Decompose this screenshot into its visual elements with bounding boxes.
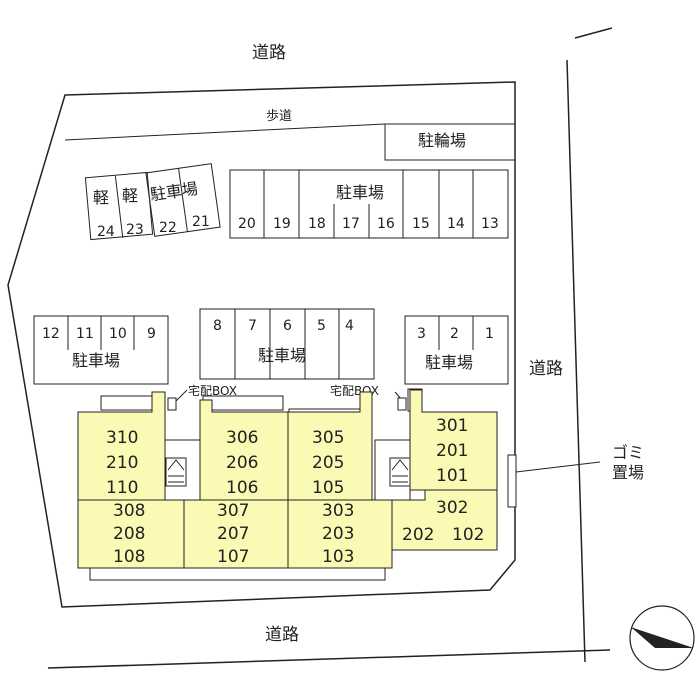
road-north-label: 道路 (252, 43, 286, 63)
bicycle-parking-label: 駐輪場 (418, 131, 466, 150)
road-edge-south (47, 649, 611, 669)
staircase-icon (389, 457, 411, 487)
unit-number: 206 (226, 453, 258, 473)
parking-space-number: 14 (447, 216, 465, 232)
unit-number: 305 (312, 428, 344, 448)
parking-space-number: 23 (126, 222, 144, 238)
parking-space-number: 15 (412, 216, 430, 232)
delivery-box-left: 宅配BOX (167, 383, 237, 411)
unit-number: 310 (106, 428, 138, 448)
unit-number: 103 (322, 547, 354, 567)
parking-top-left: 軽 軽 駐車場 24 23 22 21 (84, 163, 221, 241)
parking-mid-right: 3 2 1 駐車場 (404, 315, 509, 385)
parking-space-number: 12 (42, 326, 60, 342)
building: 310 210 110 306 206 106 305 205 105 301 … (77, 388, 498, 581)
parking-mid-left: 12 11 10 9 駐車場 (33, 315, 169, 385)
unit-number: 302 (436, 498, 468, 518)
unit-number: 303 (322, 501, 354, 521)
parking-space-number: 6 (283, 318, 292, 334)
unit-block (409, 389, 498, 491)
staircase-icon (165, 457, 187, 487)
parking-space-number: 7 (248, 318, 257, 334)
parking-top-right: 駐車場 20 19 18 17 16 15 14 13 (229, 169, 509, 239)
unit-number: 106 (226, 478, 258, 498)
unit-number: 202 (402, 525, 434, 545)
bicycle-parking-area (384, 123, 516, 161)
unit-number: 210 (106, 453, 138, 473)
unit-number: 101 (436, 466, 468, 486)
parking-space-number: 8 (213, 318, 222, 334)
unit-number: 201 (436, 441, 468, 461)
parking-label: 駐車場 (336, 183, 384, 202)
garbage-label: ゴミ (612, 443, 644, 462)
parking-space-number: 21 (192, 214, 210, 230)
parking-mid-center: 8 7 6 5 4 駐車場 (199, 308, 375, 380)
delivery-box-label: 宅配BOX (188, 383, 237, 398)
parking-space-number: 16 (377, 216, 395, 232)
unit-number: 107 (217, 547, 249, 567)
parking-space-number: 11 (76, 326, 94, 342)
unit-number: 110 (106, 478, 138, 498)
site-boundary (7, 81, 516, 608)
parking-label: 駐車場 (258, 346, 306, 365)
unit-number: 203 (322, 524, 354, 544)
parking-space-number: 24 (97, 224, 115, 240)
unit-number: 307 (217, 501, 249, 521)
unit-number: 306 (226, 428, 258, 448)
parking-space-number: 22 (159, 220, 177, 236)
light-car-label: 軽 (122, 186, 138, 205)
north-arrow-icon (629, 605, 695, 671)
parking-space-number: 3 (417, 326, 426, 342)
parking-label: 駐車場 (149, 179, 199, 204)
garbage-label: 置場 (612, 463, 644, 482)
unit-number: 301 (436, 416, 468, 436)
road-south-label: 道路 (265, 625, 299, 645)
unit-block (77, 499, 185, 569)
unit-block (391, 489, 498, 551)
parking-space-number: 2 (450, 326, 459, 342)
unit-number: 108 (113, 547, 145, 567)
road-east-label: 道路 (529, 359, 563, 379)
parking-space-number: 13 (481, 216, 499, 232)
unit-number: 205 (312, 453, 344, 473)
unit-number: 102 (452, 525, 484, 545)
parking-space-number: 18 (308, 216, 326, 232)
garbage-station: ゴミ 置場 (507, 443, 644, 508)
light-car-label: 軽 (93, 188, 109, 207)
parking-space-number: 5 (317, 318, 326, 334)
road-edge-east-left (566, 59, 586, 663)
unit-number: 105 (312, 478, 344, 498)
sidewalk-edge (64, 123, 386, 141)
parking-label: 駐車場 (425, 353, 473, 372)
unit-number: 308 (113, 501, 145, 521)
unit-block (287, 499, 393, 569)
parking-space-number: 19 (273, 216, 291, 232)
parking-space-number: 9 (147, 326, 156, 342)
road-edge-east-right (574, 27, 613, 39)
parking-space-number: 10 (109, 326, 127, 342)
parking-space-number: 4 (345, 318, 354, 334)
parking-label: 駐車場 (72, 351, 120, 370)
unit-number: 208 (113, 524, 145, 544)
unit-block (183, 499, 289, 569)
parking-space-number: 17 (342, 216, 360, 232)
unit-number: 207 (217, 524, 249, 544)
parking-space-number: 20 (238, 216, 256, 232)
parking-space-number: 1 (485, 326, 494, 342)
sidewalk-label: 歩道 (266, 109, 292, 124)
